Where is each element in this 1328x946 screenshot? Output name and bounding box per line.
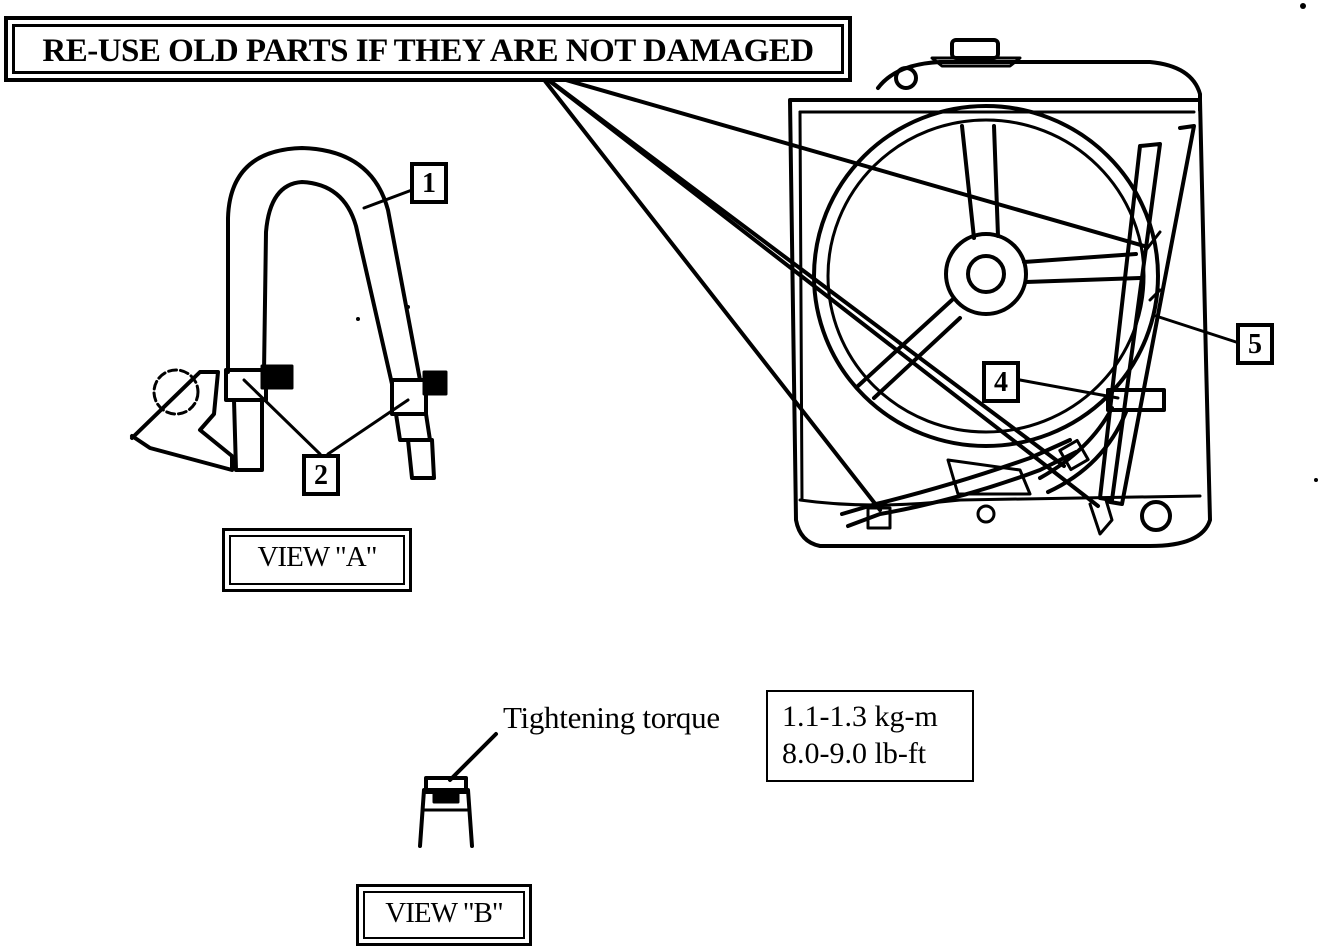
torque-leader <box>448 732 498 782</box>
callout-4: 4 <box>982 361 1020 403</box>
u-hose-inner <box>262 180 394 386</box>
fan-hub <box>944 232 1028 316</box>
torque-label: Tightening torque <box>503 700 720 735</box>
pipe-end-circle <box>152 368 200 416</box>
clamp-item-4 <box>1106 388 1166 412</box>
overflow-tube-a <box>1098 142 1162 502</box>
reuse-parts-notice-text: RE-USE OLD PARTS IF THEY ARE NOT DAMAGED <box>12 24 844 74</box>
view-a-label-text: VIEW "A" <box>229 535 405 585</box>
filler-cap <box>950 38 1000 60</box>
view-b-label: VIEW "B" <box>356 884 532 946</box>
radiator-frame <box>788 98 1212 548</box>
leader-1 <box>536 70 1146 248</box>
view-b-label-text: VIEW "B" <box>363 891 525 939</box>
torque-spec-box: 1.1-1.3 kg-m 8.0-9.0 lb-ft <box>766 690 974 782</box>
callout-2: 2 <box>302 454 340 496</box>
view-b-fitting <box>418 732 498 848</box>
lower-hose <box>840 438 1078 528</box>
u-hose-outer <box>226 146 422 382</box>
right-clamp <box>390 378 428 416</box>
reuse-parts-notice: RE-USE OLD PARTS IF THEY ARE NOT DAMAGED <box>4 16 852 82</box>
radiator-assembly <box>536 38 1238 548</box>
leader-2 <box>536 70 882 512</box>
callout-1: 1 <box>410 162 448 204</box>
mounting-bracket <box>130 370 234 472</box>
torque-imperial: 8.0-9.0 lb-ft <box>782 737 927 770</box>
view-a-label: VIEW "A" <box>222 528 412 592</box>
callout-5: 5 <box>1236 323 1274 365</box>
fan-shroud-outer <box>812 104 1160 448</box>
fan-spoke-right <box>1022 252 1142 284</box>
view-a-hose-assembly <box>130 146 448 480</box>
overflow-tube-b <box>1108 124 1196 506</box>
scan-specks <box>356 3 1318 482</box>
fan-spoke-top <box>960 124 1000 240</box>
torque-metric: 1.1-1.3 kg-m <box>782 700 938 733</box>
leader-4 <box>536 70 1100 508</box>
